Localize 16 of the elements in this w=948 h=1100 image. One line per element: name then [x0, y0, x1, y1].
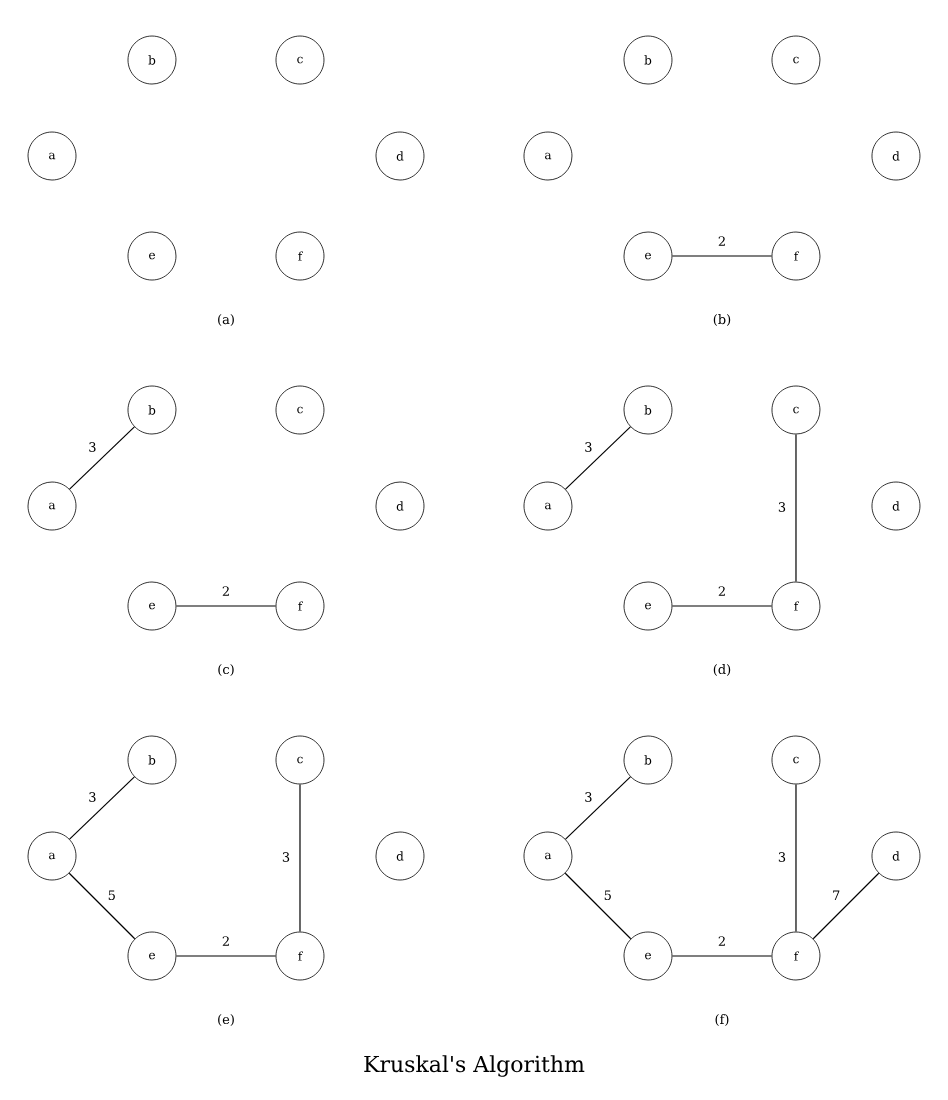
edge-line [671, 255, 773, 257]
edge-line [69, 776, 135, 840]
edge-line [795, 433, 797, 583]
edge-line [795, 783, 797, 933]
edge-line [175, 605, 277, 607]
edge-line [69, 426, 135, 490]
edge-line [671, 955, 773, 957]
edge-line [564, 872, 632, 940]
caption: Kruskal's Algorithm [364, 1055, 585, 1077]
edge-line [68, 872, 136, 940]
edge-line [175, 955, 277, 957]
edge-line [565, 426, 631, 490]
edge-line [299, 783, 301, 933]
edge-line [565, 776, 631, 840]
edge-line [671, 605, 773, 607]
edge-line [812, 872, 880, 940]
